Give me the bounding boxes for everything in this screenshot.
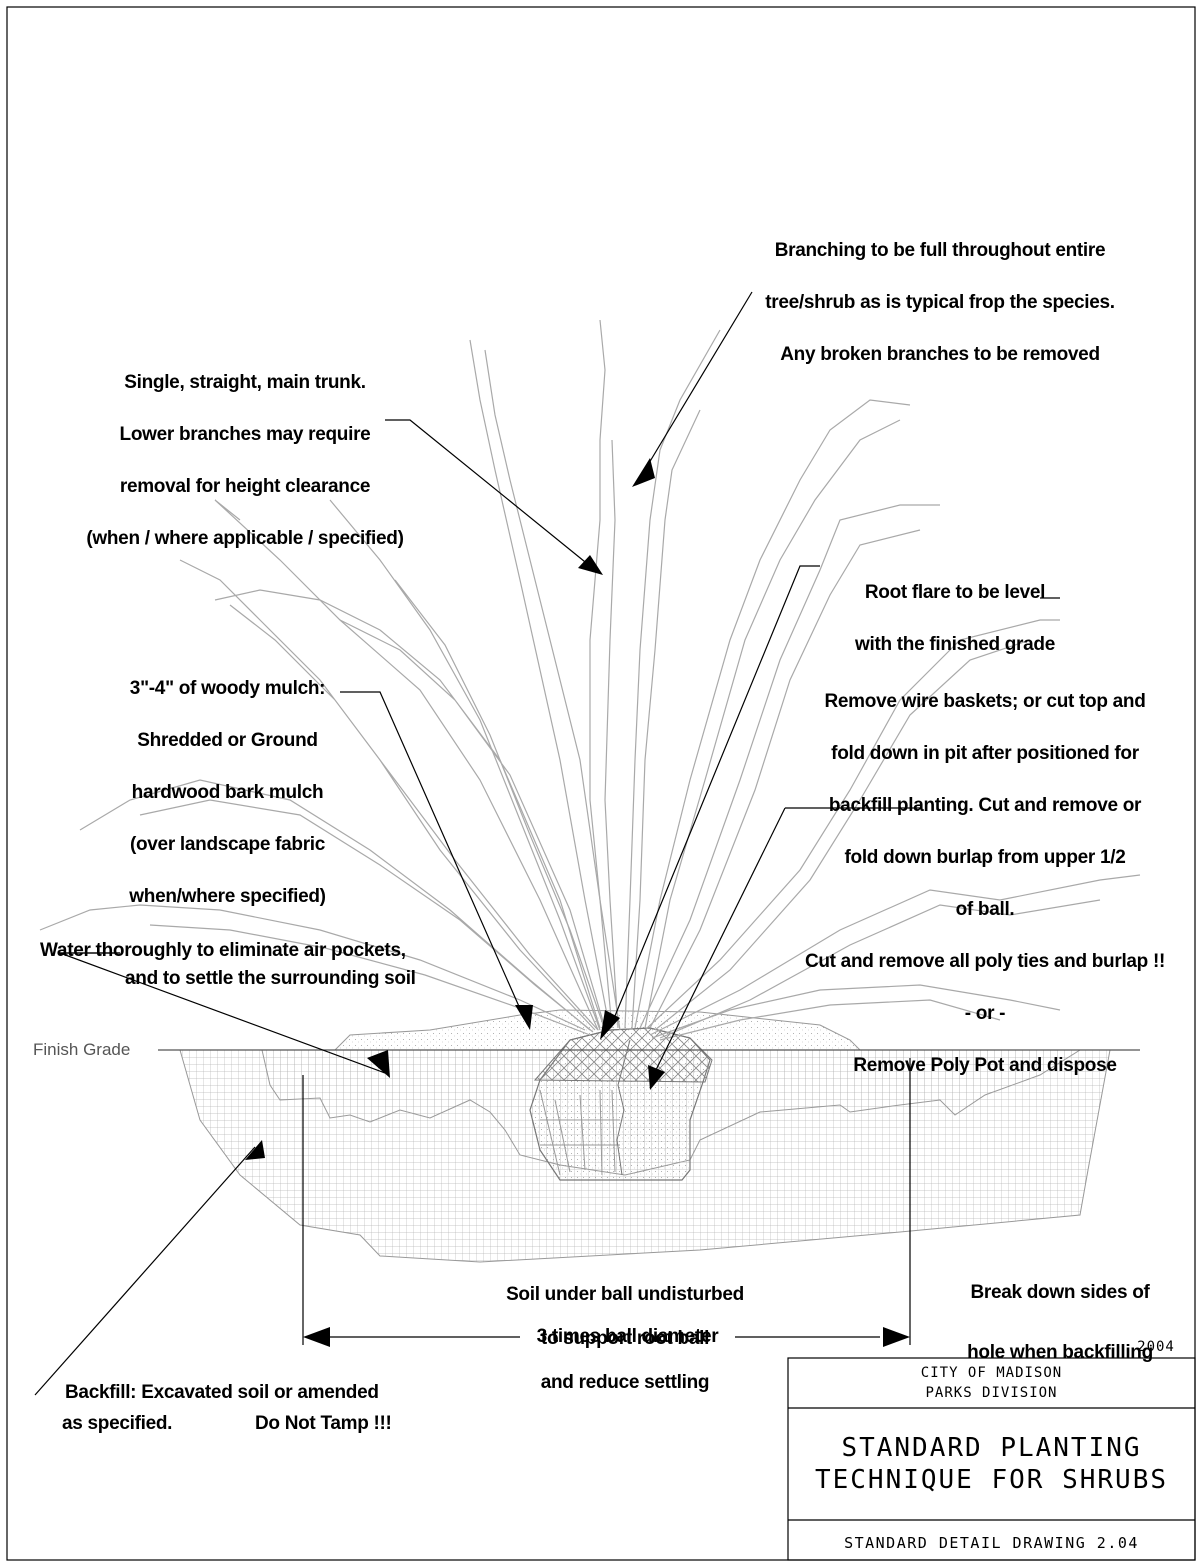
trunk-line-2: Lower branches may require xyxy=(119,424,371,445)
branching-line-1: Branching to be full throughout entire xyxy=(774,240,1106,261)
baskets-line-6: Cut and remove all poly ties and burlap … xyxy=(804,951,1166,972)
break-down-note: Break down sides of hole when backfillin… xyxy=(935,1248,1185,1398)
trunk-note: Single, straight, main trunk. Lower bran… xyxy=(55,344,435,578)
trunk-line-1: Single, straight, main trunk. xyxy=(124,372,366,393)
baskets-line-4: fold down burlap from upper 1/2 xyxy=(844,847,1126,868)
arrowheads xyxy=(245,458,910,1347)
title-detail: STANDARD DETAIL DRAWING 2.04 xyxy=(844,1534,1139,1552)
trunk-line-4: (when / where applicable / specified) xyxy=(86,528,404,549)
backfill-line-2a: as specified. xyxy=(62,1413,173,1434)
water-note-line-2: and to settle the surrounding soil xyxy=(125,968,416,989)
mulch-line-3: hardwood bark mulch xyxy=(131,782,324,803)
root-flare-line-2: with the finished grade xyxy=(854,634,1055,655)
finish-grade-label: Finish Grade xyxy=(33,1040,131,1059)
branching-note: Branching to be full throughout entire t… xyxy=(740,212,1140,394)
mulch-line-4: (over landscape fabric xyxy=(129,834,326,855)
title-agency-1: CITY OF MADISON xyxy=(920,1365,1063,1381)
mulch-line-1: 3"-4" of woody mulch: xyxy=(129,678,326,699)
title-main-1: STANDARD PLANTING xyxy=(841,1433,1142,1463)
root-ball-sides xyxy=(539,1089,620,1176)
root-flare-line-1: Root flare to be level xyxy=(864,582,1046,603)
soil-under-note: Soil under ball undisturbed to support r… xyxy=(485,1262,765,1416)
three-times-label: 3 times ball diameter xyxy=(536,1326,719,1347)
baskets-line-7: - or - xyxy=(964,1003,1006,1024)
baskets-line-2: fold down in pit after positioned for xyxy=(831,743,1139,764)
title-main-2: TECHNIQUE FOR SHRUBS xyxy=(814,1465,1169,1495)
backfill-line-2b: Do Not Tamp !!! xyxy=(255,1413,392,1434)
leader-lines xyxy=(34,291,1060,1396)
break-down-line-1: Break down sides of xyxy=(970,1282,1150,1303)
baskets-line-5: of ball. xyxy=(955,899,1015,920)
root-flare-note: Root flare to be level with the finished… xyxy=(820,554,1090,684)
drawing-border xyxy=(6,6,1196,1561)
title-agency-2: PARKS DIVISION xyxy=(925,1385,1058,1401)
mulch-note: 3"-4" of woody mulch: Shredded or Ground… xyxy=(95,650,360,936)
wire-basket-top xyxy=(533,1027,713,1083)
baskets-line-1: Remove wire baskets; or cut top and xyxy=(824,691,1146,712)
backfill-line-1: Backfill: Excavated soil or amended xyxy=(65,1382,379,1403)
mulch-line-2: Shredded or Ground xyxy=(137,730,318,751)
title-block xyxy=(787,1357,1196,1561)
soil-under-line-2: to support root ball xyxy=(540,1328,710,1349)
ball-crack xyxy=(616,1039,631,1176)
baskets-note: Remove wire baskets; or cut top and fold… xyxy=(770,663,1200,1105)
baskets-line-3: backfill planting. Cut and remove or xyxy=(828,795,1142,816)
branching-line-3: Any broken branches to be removed xyxy=(780,344,1100,365)
shrub-branches xyxy=(39,319,1141,1041)
water-note-line-1: Water thoroughly to eliminate air pocket… xyxy=(40,940,406,961)
title-year: 2004 xyxy=(1137,1339,1175,1355)
trunk-line-3: removal for height clearance xyxy=(119,476,371,497)
break-down-line-2: hole when backfilling xyxy=(967,1342,1153,1363)
soil-under-line-1: Soil under ball undisturbed xyxy=(506,1284,744,1305)
branching-line-2: tree/shrub as is typical frop the specie… xyxy=(765,292,1115,313)
mulch-line-5: when/where specified) xyxy=(129,886,326,907)
baskets-line-8: Remove Poly Pot and dispose xyxy=(853,1055,1117,1076)
soil-under-line-3: and reduce settling xyxy=(540,1372,710,1393)
